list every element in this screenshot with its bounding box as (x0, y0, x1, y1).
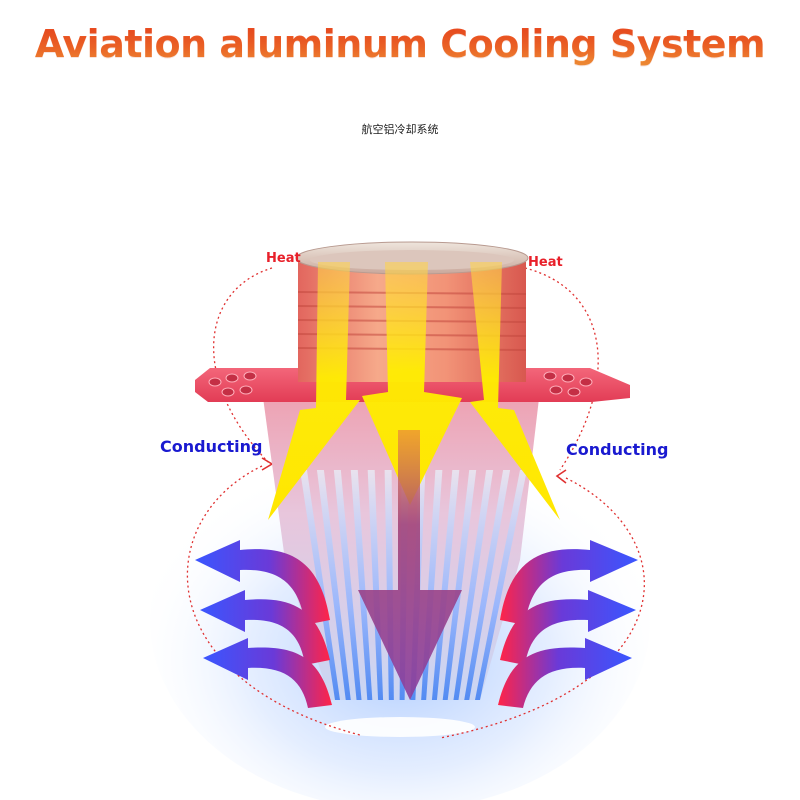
heat-arc-left (212, 267, 273, 463)
flange-holes (208, 371, 593, 397)
cool-arrow-right-2 (500, 590, 636, 665)
core-arrow (358, 430, 462, 700)
cooling-fins (300, 470, 527, 700)
cool-arrow-left-2 (200, 590, 330, 665)
arc-arrowhead-right (555, 469, 567, 484)
cooling-fin (475, 470, 527, 700)
hot-arrow-right (470, 262, 560, 520)
cooling-fin (453, 470, 494, 700)
cool-arrow-left-3 (203, 638, 332, 708)
cooling-fin (333, 470, 362, 700)
cooling-fin (431, 470, 460, 700)
cooling-fin (350, 470, 373, 700)
hot-arrow-left (268, 262, 360, 520)
cool-flow-arrows-right (498, 540, 638, 708)
conducting-label-left: Conducting (160, 437, 262, 456)
page-title: Aviation aluminum Cooling System (0, 22, 800, 66)
hot-arrow-center (362, 262, 462, 505)
cool-arrow-right-3 (498, 638, 632, 708)
heat-arc-right (524, 267, 599, 471)
cool-arrow-left-1 (195, 540, 330, 625)
cooling-fin (464, 470, 511, 700)
conducting-label-right: Conducting (566, 440, 668, 459)
cool-flow-arrows-left (195, 540, 332, 708)
heat-label-right: Heat (528, 255, 563, 270)
page-subtitle: 航空铝冷却系统 (361, 123, 439, 136)
cooling-fin (367, 470, 384, 700)
cool-arrow-right-1 (500, 540, 638, 625)
heat-flow-arrows (268, 262, 560, 520)
arc-arrowhead-left (261, 457, 274, 471)
cylinder-opening (310, 250, 514, 270)
cooling-fin (442, 470, 477, 700)
heat-label-left: Heat (266, 251, 301, 266)
cooling-fin (300, 470, 340, 700)
cooling-fin (316, 470, 351, 700)
base-glow (325, 717, 475, 737)
